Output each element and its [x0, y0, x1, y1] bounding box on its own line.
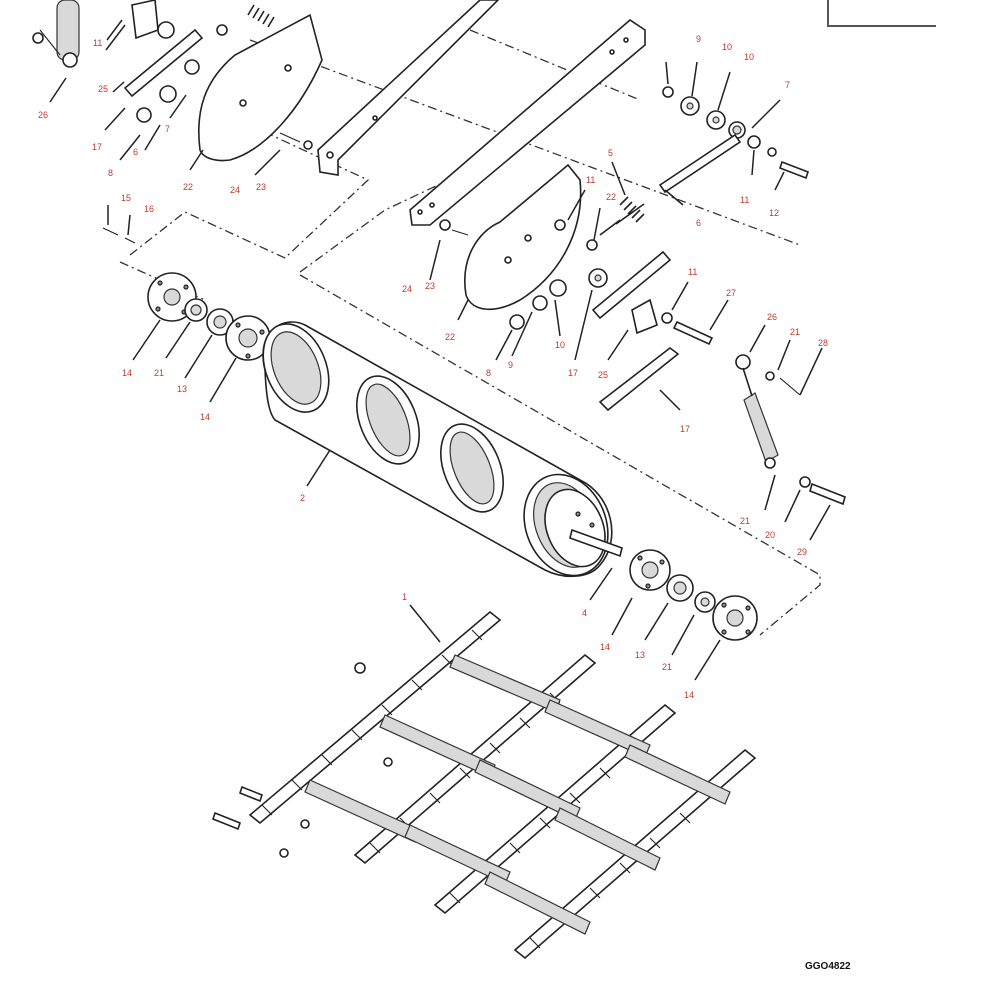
callout-label: 9 — [508, 360, 513, 370]
callout-label: 11 — [740, 195, 749, 205]
callout-label: 26 — [767, 312, 777, 322]
chain-strand-1 — [248, 610, 502, 825]
leader-lines — [49, 19, 831, 681]
flange-right-inner — [629, 549, 671, 591]
cam-plate-right — [464, 163, 582, 311]
callout-label: 6 — [133, 147, 138, 157]
washers-upper-right — [662, 86, 777, 157]
callout-label: 23 — [256, 182, 266, 192]
callout-label: 14 — [600, 642, 610, 652]
rod-upper-right — [658, 133, 742, 194]
callout-label: 26 — [38, 110, 48, 120]
callout-label: 28 — [818, 338, 828, 348]
callout-label: 14 — [200, 412, 210, 422]
callout-label: 21 — [740, 516, 750, 526]
callout-label: 21 — [662, 662, 672, 672]
callout-label: 5 — [608, 148, 613, 158]
callout-label: 11 — [93, 38, 102, 48]
callout-label: 25 — [598, 370, 608, 380]
callout-label: 27 — [726, 288, 736, 298]
callout-label: 14 — [122, 368, 132, 378]
callout-label: 12 — [769, 208, 779, 218]
callout-label: 20 — [765, 530, 775, 540]
chain-loose-pins — [212, 662, 393, 858]
drum-roller — [262, 321, 623, 578]
callout-label: 17 — [680, 424, 690, 434]
callout-label: 8 — [108, 168, 113, 178]
callout-label: 2 — [300, 493, 305, 503]
nuts-top-left — [32, 24, 228, 123]
shock-absorber-right — [735, 354, 846, 506]
spring-top — [247, 4, 275, 28]
callout-label: 10 — [722, 42, 732, 52]
callout-label: 25 — [98, 84, 108, 94]
chain-slats — [304, 654, 731, 935]
figure-code: GGO4822 — [805, 961, 851, 972]
callout-label: 17 — [92, 142, 102, 152]
callout-label: 10 — [555, 340, 565, 350]
callout-label: 11 — [688, 267, 697, 277]
callout-label: 16 — [144, 204, 154, 214]
callout-label: 1 — [402, 592, 407, 602]
bearing-left — [184, 298, 234, 336]
small-pins-left — [102, 227, 136, 244]
callout-label: 24 — [402, 284, 412, 294]
bolt-upper-right — [778, 160, 810, 180]
callout-label: 24 — [230, 185, 240, 195]
arm-upper-left — [317, 0, 500, 176]
callout-label: 9 — [696, 34, 701, 44]
callout-label: 13 — [177, 384, 187, 394]
callout-label: 29 — [797, 547, 807, 557]
callout-label: 10 — [744, 52, 754, 62]
callout-label: 21 — [790, 327, 800, 337]
callout-labels: 11 26 25 17 8 6 7 22 24 23 9 10 10 7 5 6… — [38, 34, 828, 700]
arm-upper-right — [409, 18, 646, 226]
callout-label: 4 — [582, 608, 587, 618]
callout-label: 7 — [785, 80, 790, 90]
flange-right-outer — [712, 595, 758, 641]
callout-label: 22 — [183, 182, 193, 192]
chain-conveyor — [212, 610, 757, 960]
callout-label: 17 — [568, 368, 578, 378]
callout-label: 15 — [121, 193, 131, 203]
hardware-right-cam — [439, 219, 608, 330]
callout-label: 23 — [425, 281, 435, 291]
shock-absorber-left — [39, 0, 80, 68]
bearing-right — [666, 574, 716, 613]
spring-right — [599, 196, 645, 236]
link-bar-top — [123, 28, 204, 98]
page-frame-corner — [827, 0, 936, 27]
callout-label: 22 — [445, 332, 455, 342]
link-bar-lower — [598, 346, 680, 412]
callout-label: 6 — [696, 218, 701, 228]
callout-label: 22 — [606, 192, 616, 202]
callout-label: 13 — [635, 650, 645, 660]
pin-upper — [279, 132, 313, 150]
callout-label: 8 — [486, 368, 491, 378]
callout-label: 11 — [586, 175, 595, 185]
callout-label: 14 — [684, 690, 694, 700]
bracket-plate-top — [131, 0, 175, 40]
callout-label: 21 — [154, 368, 164, 378]
link-bar-right — [591, 250, 714, 346]
cam-plate-upper — [197, 13, 323, 162]
flange-left-outer — [147, 272, 197, 322]
callout-label: 7 — [165, 124, 170, 134]
